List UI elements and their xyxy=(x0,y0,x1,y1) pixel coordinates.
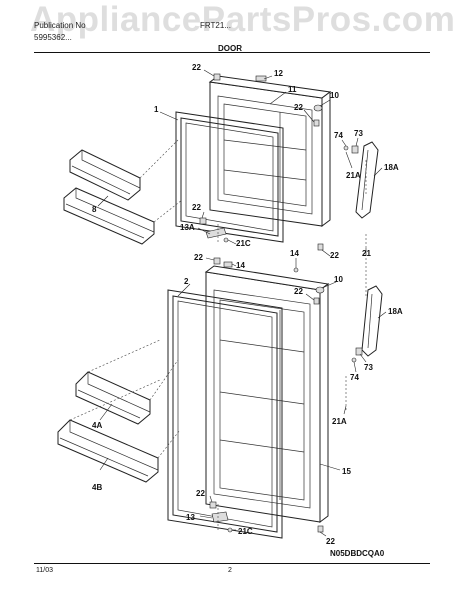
bushing-21c-top xyxy=(223,237,229,243)
callout-22: 22 xyxy=(294,103,303,112)
callout-22: 22 xyxy=(326,537,335,546)
callout-22: 22 xyxy=(294,287,303,296)
callout-22: 22 xyxy=(194,253,203,262)
fresh-food-door-liner xyxy=(213,289,311,509)
freezer-door-side-edge xyxy=(321,91,331,227)
fresh-food-door-shelf-4a xyxy=(75,371,151,425)
plug-10-mid xyxy=(315,286,325,294)
callout-1: 1 xyxy=(154,105,159,114)
freezer-door-handle xyxy=(355,141,379,219)
footer-divider xyxy=(34,563,430,564)
freezer-door-shelves xyxy=(63,149,155,245)
bushing-21c-bottom xyxy=(227,527,233,533)
callout-4b: 4B xyxy=(92,483,102,492)
screw-22-d xyxy=(317,243,324,251)
callout-13: 13 xyxy=(186,513,195,522)
callout-11: 11 xyxy=(288,85,297,94)
callout-22: 22 xyxy=(330,251,339,260)
freezer-door-gasket xyxy=(175,111,284,243)
freezer-door-assembly xyxy=(63,73,379,251)
callout-21a: 21A xyxy=(332,417,347,426)
screw-22-c xyxy=(199,217,207,225)
callout-labels: 22 12 11 10 1 22 74 73 18A 21A 8 22 13A … xyxy=(92,63,403,546)
screw-22-f xyxy=(313,297,320,305)
callout-2: 2 xyxy=(184,277,189,286)
callout-21: 21 xyxy=(362,249,371,258)
fresh-food-door-assembly xyxy=(57,257,383,539)
fresh-food-door-gasket xyxy=(167,289,283,539)
section-title: DOOR xyxy=(218,44,242,53)
callout-21a: 21A xyxy=(346,171,361,180)
clip-73-top xyxy=(351,145,359,154)
shim-14 xyxy=(223,261,233,268)
screw-22-h xyxy=(317,525,324,533)
callout-74: 74 xyxy=(334,131,343,140)
publication-number: 5995362... xyxy=(34,33,72,42)
callout-12: 12 xyxy=(274,69,283,78)
callout-13a: 13A xyxy=(180,223,195,232)
callout-14: 14 xyxy=(236,261,245,270)
callout-10: 10 xyxy=(334,275,343,284)
watermark: AppliancePartsPros.com xyxy=(30,0,456,39)
callout-22: 22 xyxy=(192,63,201,72)
footer-page-number: 2 xyxy=(228,567,232,574)
callout-21c: 21C xyxy=(236,239,251,248)
callout-18a: 18A xyxy=(388,307,403,316)
plug-10-top xyxy=(313,104,323,112)
callout-22: 22 xyxy=(192,203,201,212)
drawing-code: N05DBDCQA0 xyxy=(330,549,385,558)
callout-10: 10 xyxy=(330,91,339,100)
publication-info: Publication No 5995362... xyxy=(34,20,86,44)
screw-22-e xyxy=(213,257,221,265)
hinge-13 xyxy=(211,511,229,523)
callout-74: 74 xyxy=(350,373,359,382)
hinge-13a xyxy=(205,227,227,239)
leader-lines xyxy=(97,69,387,537)
callout-8: 8 xyxy=(92,205,97,214)
header-divider xyxy=(34,52,430,53)
callout-15: 15 xyxy=(342,467,351,476)
callout-14: 14 xyxy=(290,249,299,258)
callout-22: 22 xyxy=(196,489,205,498)
freezer-door-liner xyxy=(217,95,313,215)
freezer-outer-door xyxy=(209,81,323,227)
callout-18a: 18A xyxy=(384,163,399,172)
fresh-food-outer-door xyxy=(205,271,321,523)
screw-74-mid xyxy=(351,357,357,363)
screw-74-top xyxy=(343,145,349,151)
clip-73-mid xyxy=(355,347,363,356)
model-number: FRT21... xyxy=(200,21,231,30)
callout-21c: 21C xyxy=(238,527,253,536)
screw-14-mid xyxy=(293,267,299,273)
screw-22-top xyxy=(213,73,221,81)
screw-22-b xyxy=(313,119,320,127)
screw-22-g xyxy=(209,501,217,509)
callout-4a: 4A xyxy=(92,421,102,430)
publication-label: Publication No xyxy=(34,21,86,30)
model-info: FRT21... xyxy=(200,20,231,32)
fresh-food-door-shelf-4b xyxy=(57,419,159,483)
footer-date: 11/03 xyxy=(36,567,53,574)
callout-73: 73 xyxy=(364,363,373,372)
callout-73: 73 xyxy=(354,129,363,138)
